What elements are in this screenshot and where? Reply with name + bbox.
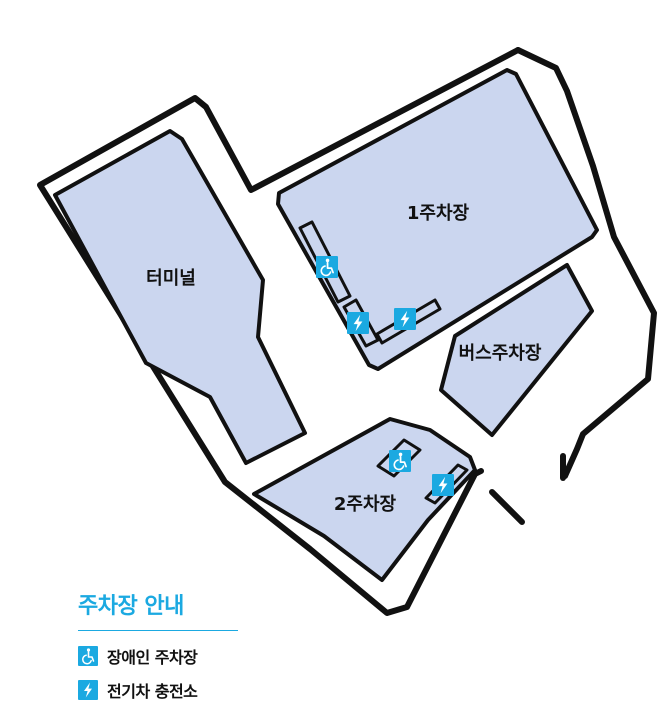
outer-road-outline-left: [37, 47, 521, 616]
legend-item-label: 장애인 주차장: [107, 648, 198, 667]
legend: 주차장 안내 장애인 주차장 전기차 충전소: [78, 588, 238, 713]
ev-charging-icon: [432, 474, 454, 496]
parking-lot-2-label: 2주차장: [334, 494, 397, 515]
legend-title: 주차장 안내: [78, 588, 238, 631]
ev-charging-icon: [78, 680, 98, 700]
terminal-building[interactable]: [53, 129, 307, 465]
bus-parking-lot[interactable]: [439, 263, 594, 437]
parking-lot-1[interactable]: [276, 68, 599, 371]
ev-charging-icon: [394, 308, 416, 330]
legend-items: 장애인 주차장 전기차 충전소: [78, 645, 238, 701]
ev-charging-icon: [347, 312, 369, 334]
parking-lot-1-label: 1주차장: [407, 203, 470, 224]
wheelchair-icon: [78, 646, 98, 666]
legend-item-accessible: 장애인 주차장: [78, 645, 238, 667]
outer-road-outline: [515, 47, 657, 479]
parking-lot-2[interactable]: [252, 417, 477, 582]
legend-item-label: 전기차 충전소: [107, 682, 198, 701]
wheelchair-icon: [316, 256, 338, 278]
wheelchair-icon: [389, 450, 411, 472]
legend-item-ev: 전기차 충전소: [78, 679, 238, 701]
terminal-label: 터미널: [146, 268, 196, 289]
bus-parking-lot-label: 버스주차장: [459, 343, 542, 364]
inner-road-edge: [489, 489, 525, 525]
